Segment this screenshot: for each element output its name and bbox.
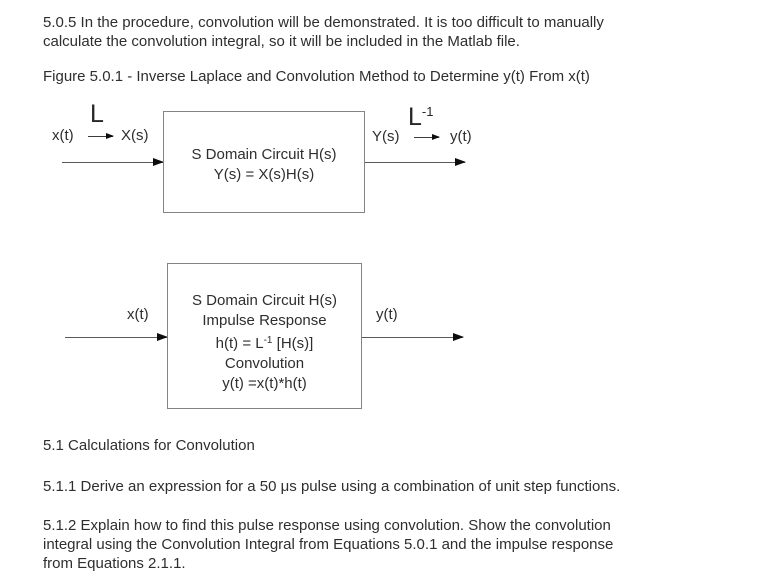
- laplace-transform-arrow-icon: [88, 133, 114, 139]
- inverse-laplace-operator-label: L-1: [408, 99, 433, 130]
- diagram1-output-time-label: y(t): [450, 128, 472, 145]
- diagram2-output-arrow: [362, 333, 464, 341]
- diagram2-box-line3-exponent: -1: [263, 335, 273, 346]
- paragraph-505-line2: calculate the convolution integral, so i…: [43, 33, 520, 50]
- diagram2-box-line3: h(t) = L-1 [H(s)]: [168, 331, 361, 354]
- paragraph-505: 5.0.5 In the procedure, convolution will…: [43, 13, 604, 51]
- paragraph-512-line2: integral using the Convolution Integral …: [43, 536, 614, 553]
- diagram1-output-s-label: Y(s): [372, 128, 400, 145]
- diagram2-input-arrow: [65, 333, 168, 341]
- diagram2-box-line1: S Domain Circuit H(s): [191, 292, 338, 309]
- diagram2-box-line2: Impulse Response: [202, 312, 327, 329]
- diagram1-input-time-label: x(t): [52, 127, 74, 144]
- diagram2-system-box: S Domain Circuit H(s) Impulse Response h…: [167, 263, 362, 409]
- diagram2-output-label: y(t): [376, 306, 398, 323]
- diagram1-box-line1: S Domain Circuit H(s): [191, 146, 337, 163]
- diagram1-system-box: S Domain Circuit H(s) Y(s) = X(s)H(s): [163, 111, 365, 213]
- laplace-operator-label: L: [90, 100, 104, 128]
- diagram1-input-arrow: [62, 158, 164, 166]
- paragraph-505-line1: 5.0.5 In the procedure, convolution will…: [43, 14, 604, 31]
- diagram2-box-line5: y(t) =x(t)*h(t): [222, 375, 307, 392]
- inverse-laplace-base: L: [408, 103, 422, 131]
- diagram1-box-line2: Y(s) = X(s)H(s): [213, 166, 315, 183]
- diagram2-input-label: x(t): [127, 306, 149, 323]
- diagram1-input-s-label: X(s): [121, 127, 149, 144]
- diagram2-box-line4: Convolution: [224, 355, 305, 372]
- paragraph-512-line1: 5.1.2 Explain how to find this pulse res…: [43, 517, 611, 534]
- paragraph-512: 5.1.2 Explain how to find this pulse res…: [43, 516, 613, 573]
- diagram1-output-arrow: [365, 158, 466, 166]
- paragraph-511: 5.1.1 Derive an expression for a 50 μs p…: [43, 478, 621, 495]
- diagram2-box-line3-prefix: h(t) = L: [215, 335, 264, 352]
- section-heading-51: 5.1 Calculations for Convolution: [43, 437, 255, 454]
- figure-caption: Figure 5.0.1 - Inverse Laplace and Convo…: [43, 68, 590, 85]
- inverse-laplace-exponent: -1: [421, 104, 434, 119]
- inverse-laplace-transform-arrow-icon: [414, 134, 440, 140]
- diagram2-box-line3-suffix: [H(s)]: [272, 335, 314, 352]
- paragraph-512-line3: from Equations 2.1.1.: [43, 555, 186, 572]
